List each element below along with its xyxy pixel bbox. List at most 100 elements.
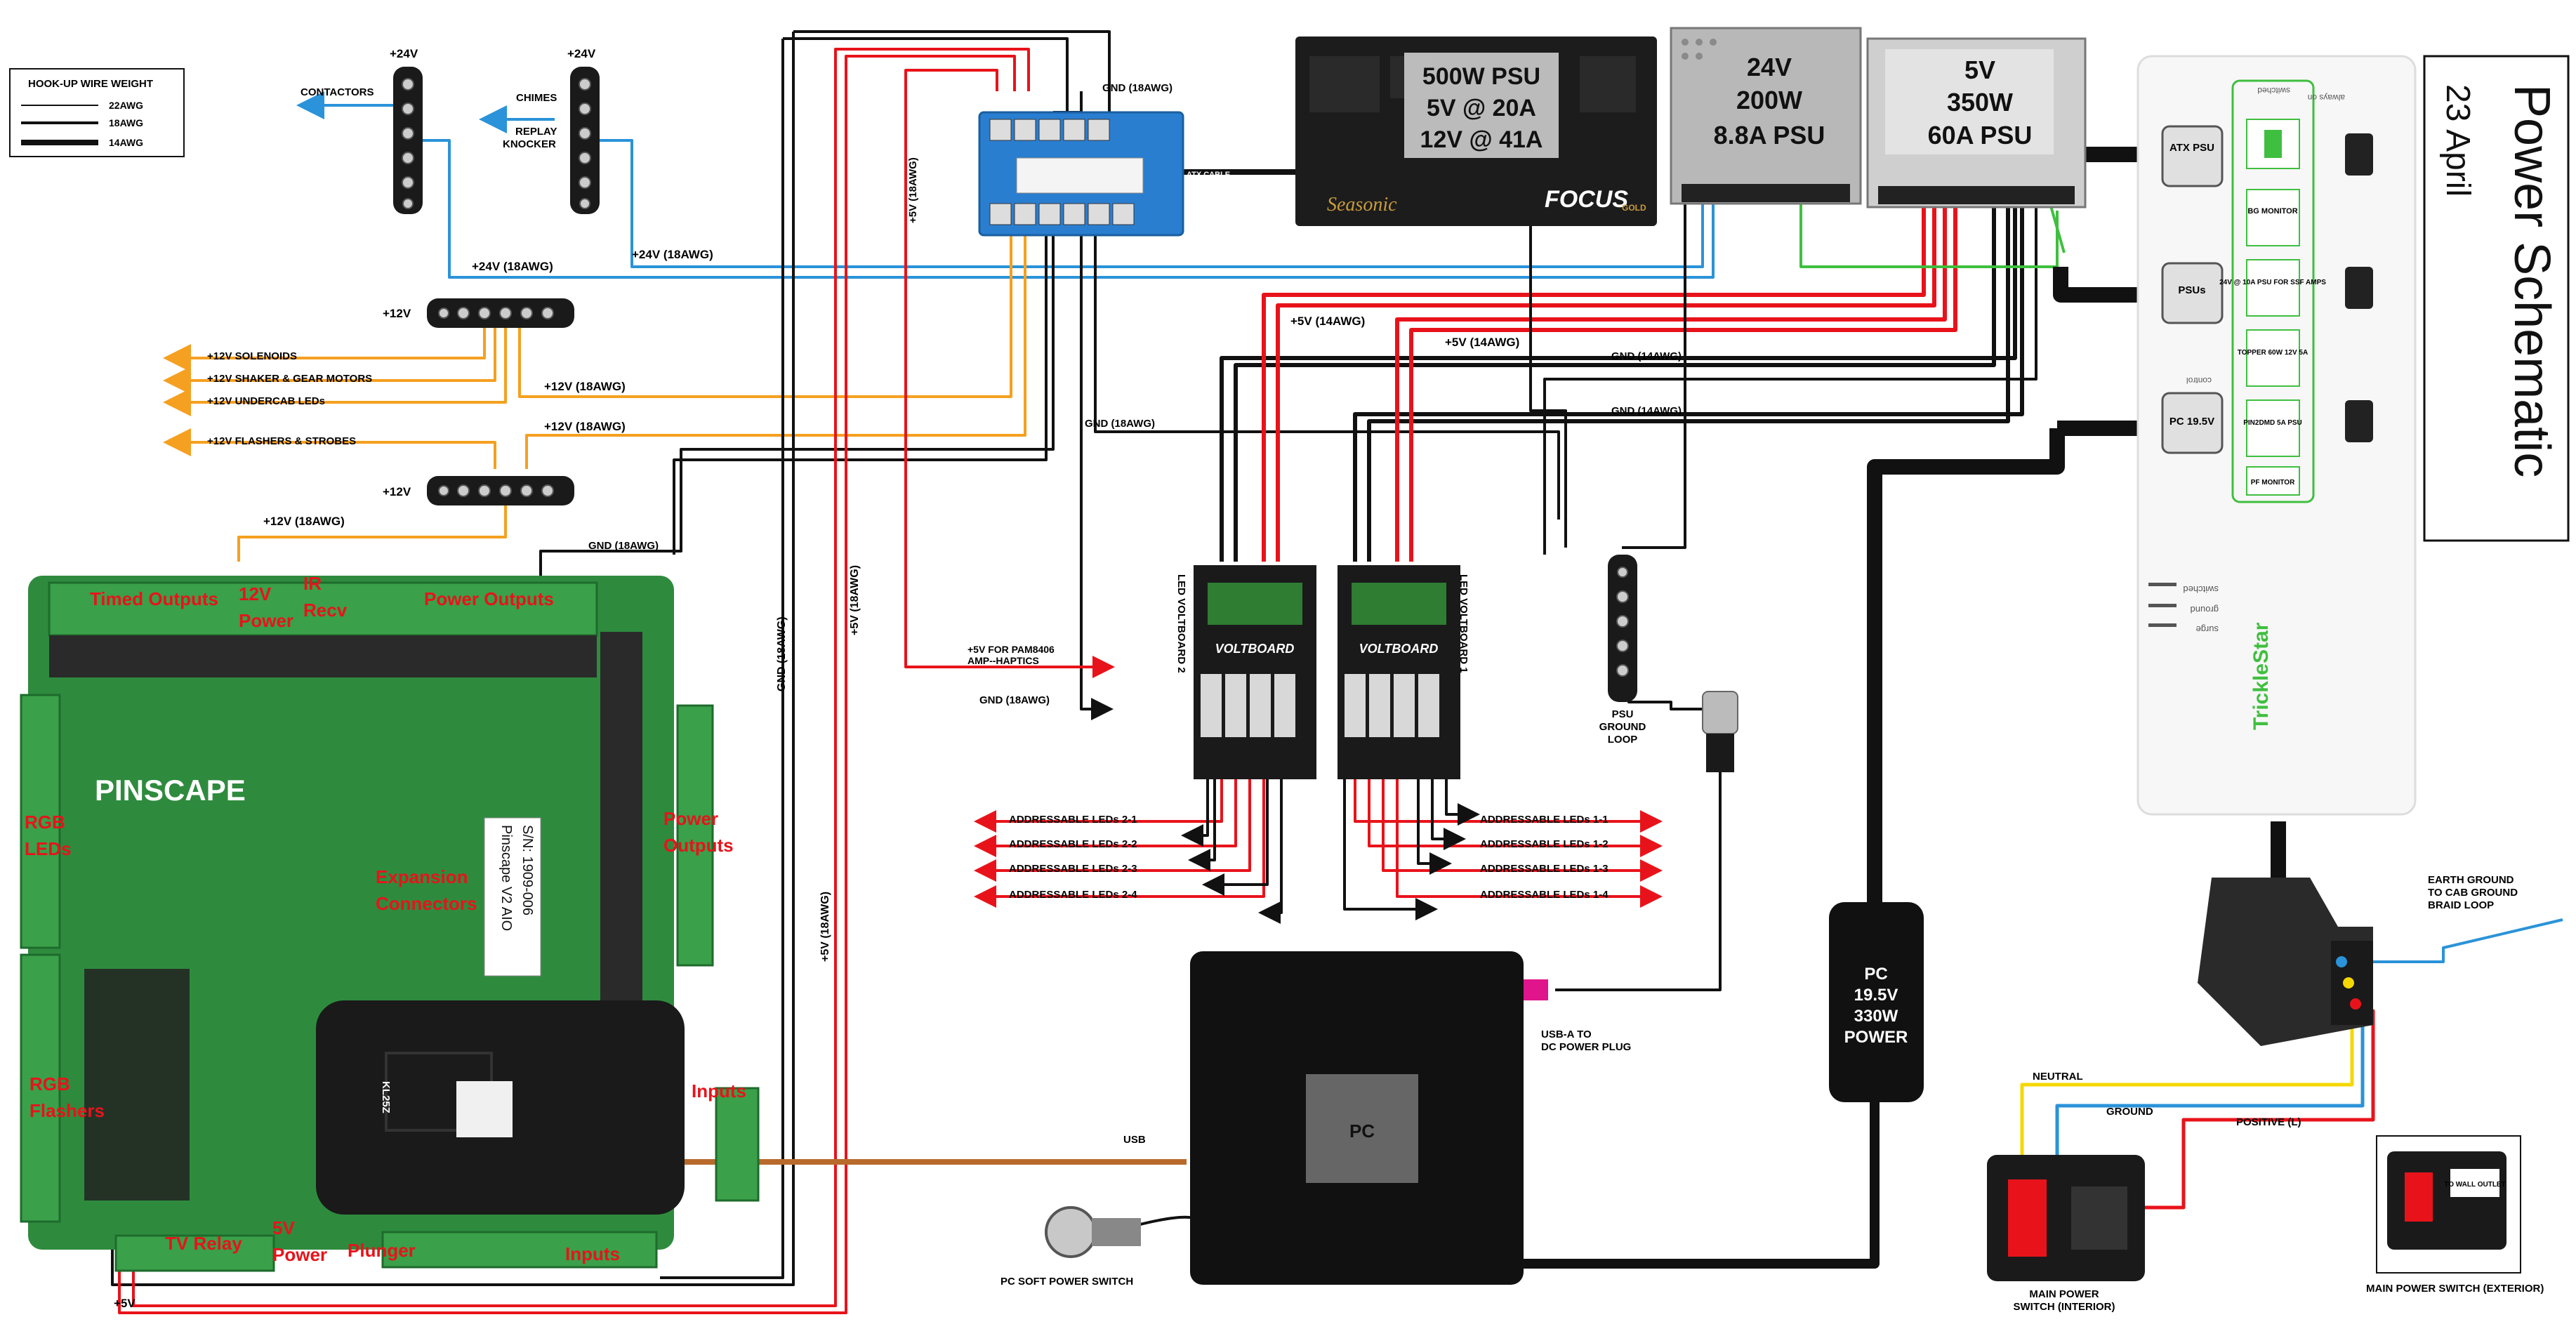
strip-atx-label: ATX PSU bbox=[2169, 142, 2214, 154]
psu-5v: 5V 350W 60A PSU bbox=[1866, 37, 2087, 209]
atx-cable-label: ATX CABLE bbox=[1187, 171, 1230, 179]
neutral-label: NEUTRAL bbox=[2033, 1071, 2083, 1083]
strip-led-ground: ground bbox=[2191, 604, 2219, 615]
psu24-line3: 8.8A PSU bbox=[1714, 121, 1825, 150]
outlet-24v-amps: 24V @ 10A PSU FOR SSF AMPS bbox=[2219, 279, 2326, 286]
wire-5v-vert3: +5V (18AWG) bbox=[907, 157, 919, 223]
wire-gnd-pcb: GND (18AWG) bbox=[588, 540, 659, 552]
psu5-line2: 350W bbox=[1947, 88, 2013, 117]
pc-psu-l2: 19.5V bbox=[1854, 986, 1898, 1005]
pc-label: PC bbox=[1349, 1120, 1375, 1142]
pcb-5v: 5V bbox=[272, 1217, 295, 1238]
pcb-recv: Recv bbox=[303, 600, 348, 621]
wire-gnd-vert: GND (18AWG) bbox=[776, 616, 788, 692]
pc-box: PC USB-A TO DC POWER PLUG USB bbox=[1123, 951, 1631, 1285]
voltboard1-label: LED VOLTBOARD 1 bbox=[1458, 574, 1469, 673]
int-switch-l1: MAIN POWER bbox=[2029, 1288, 2099, 1300]
earth-l3: BRAID LOOP bbox=[2428, 899, 2494, 911]
wall-outlet-label: TO WALL OUTLET bbox=[2444, 1181, 2505, 1189]
led-1-1: ADDRESSABLE LEDs 1-1 bbox=[1480, 814, 1609, 826]
pcb-power-outputs-right-2: Outputs bbox=[663, 835, 734, 856]
psu-500w: 500W PSU 5V @ 20A 12V @ 41A Seasonic FOC… bbox=[1295, 37, 1657, 226]
led-2-1: ADDRESSABLE LEDs 2-1 bbox=[1009, 814, 1137, 826]
int-switch-l2: SWITCH (INTERIOR) bbox=[2014, 1301, 2115, 1313]
voltboard2-label: LED VOLTBOARD 2 bbox=[1175, 574, 1187, 673]
power-strip: ATX PSU PSUs PC 19.5V BG MONITOR 24V @ 1… bbox=[2136, 55, 2417, 816]
ext-switch-label: MAIN POWER SWITCH (EXTERIOR) bbox=[2366, 1283, 2544, 1295]
psu500-gold: GOLD bbox=[1622, 203, 1646, 213]
wire-gnd-r2: GND (14AWG) bbox=[1611, 405, 1682, 417]
psu-ground-loop: PSU GROUND LOOP bbox=[1599, 555, 1646, 746]
replay-label: REPLAY bbox=[515, 126, 557, 138]
led-2-3: ADDRESSABLE LEDs 2-3 bbox=[1009, 863, 1137, 875]
pc-psu-l4: POWER bbox=[1844, 1028, 1908, 1047]
outlet-topper: TOPPER 60W 12V 5A bbox=[2238, 349, 2308, 357]
kl25z-label: KL25Z bbox=[380, 1081, 392, 1113]
strip-led-switched: switched bbox=[2183, 584, 2219, 595]
usb-label: USB bbox=[1123, 1134, 1146, 1146]
wire-24v-a: +24V (18AWG) bbox=[472, 260, 553, 273]
dc-plug bbox=[1702, 691, 1738, 772]
psu500-brand: Seasonic bbox=[1327, 194, 1397, 216]
pcb-power-outputs-right-1: Power bbox=[663, 808, 718, 829]
knocker-label: KNOCKER bbox=[503, 138, 556, 150]
pcb-12v: 12V bbox=[239, 583, 272, 604]
pcb-5v-power: Power bbox=[272, 1244, 327, 1265]
contactors-label: CONTACTORS bbox=[300, 86, 374, 98]
v12-rail-top: +12V bbox=[383, 298, 574, 328]
main-switch-exterior: TO WALL OUTLET MAIN POWER SWITCH (EXTERI… bbox=[2366, 1135, 2544, 1295]
pcb-power-outputs-top: Power Outputs bbox=[424, 588, 554, 609]
voltboard-2: VOLTBOARD LED VOLTBOARD 2 bbox=[1175, 565, 1316, 779]
title-box: Power Schematic 23 April bbox=[2423, 55, 2570, 542]
dinrail-terminal bbox=[2198, 878, 2373, 1046]
psu24-line2: 200W bbox=[1736, 86, 1802, 114]
page-title: Power Schematic bbox=[2504, 84, 2560, 477]
psu500-line2: 5V @ 20A bbox=[1427, 95, 1536, 121]
pcb-rgb-flashers-2: Flashers bbox=[29, 1100, 105, 1121]
pinscape-board: Pinscape V2 AIO S/N: 1909-006 PINSCAPE K… bbox=[20, 573, 760, 1272]
v12-label-bottom: +12V bbox=[383, 485, 411, 498]
wire-5v-1: +5V (14AWG) bbox=[1290, 315, 1365, 328]
earth-l2: TO CAB GROUND bbox=[2428, 887, 2518, 899]
wire-24v-b: +24V (18AWG) bbox=[632, 248, 713, 261]
label-12v-solenoids: +12V SOLENOIDS bbox=[207, 350, 297, 362]
pam-label-2: AMP--HAPTICS bbox=[967, 655, 1039, 666]
psu500-brand2: FOCUS bbox=[1545, 186, 1628, 213]
pcb-ir: IR bbox=[303, 573, 322, 594]
pcb-rgb: RGB bbox=[25, 812, 65, 833]
pcb-inputs-bottom: Inputs bbox=[565, 1243, 620, 1264]
chimes-label: CHIMES bbox=[516, 92, 557, 104]
v24-rail-right: +24V CHIMES REPLAY KNOCKER bbox=[503, 47, 600, 214]
psu-24v: 24V 200W 8.8A PSU bbox=[1670, 27, 1862, 205]
ground-loop-l2: GROUND bbox=[1599, 721, 1646, 733]
legend-18awg: 18AWG bbox=[109, 117, 143, 128]
v24-label-left: +24V bbox=[390, 47, 418, 60]
voltboard1-logo: VOLTBOARD bbox=[1359, 642, 1439, 656]
wire-5v-vert2: +5V (18AWG) bbox=[819, 892, 831, 962]
strip-led-surge: surge bbox=[2195, 624, 2219, 635]
pinscape-sticker-1: Pinscape V2 AIO bbox=[498, 825, 514, 931]
positive-label: POSITIVE (L) bbox=[2236, 1116, 2301, 1128]
legend-14awg: 14AWG bbox=[109, 137, 143, 148]
ground-label: GROUND bbox=[2106, 1106, 2153, 1118]
outlet-pf-monitor: PF MONITOR bbox=[2251, 479, 2295, 487]
pcb-power: Power bbox=[239, 610, 293, 631]
page-date: 23 April bbox=[2439, 84, 2476, 197]
wire-gnd-r1: GND (14AWG) bbox=[1611, 350, 1682, 362]
wire-12v-c: +12V (18AWG) bbox=[263, 515, 345, 528]
strip-psus-label: PSUs bbox=[2178, 284, 2205, 296]
pcb-inputs-right: Inputs bbox=[692, 1080, 746, 1102]
main-switch-interior: MAIN POWER SWITCH (INTERIOR) bbox=[1987, 1155, 2145, 1313]
pcb-plunger: Plunger bbox=[348, 1240, 416, 1261]
psu5-line3: 60A PSU bbox=[1928, 121, 2033, 150]
pc-soft-power-switch: PC SOFT POWER SWITCH bbox=[1000, 1206, 1141, 1288]
strip-switched: switched bbox=[2257, 86, 2290, 95]
led-2-4: ADDRESSABLE LEDs 2-4 bbox=[1009, 889, 1137, 901]
earth-l1: EARTH GROUND bbox=[2428, 874, 2514, 886]
wire-5v-vert1: +5V (18AWG) bbox=[849, 565, 861, 635]
pam-label-1: +5V FOR PAM8406 bbox=[967, 644, 1055, 655]
led-1-4: ADDRESSABLE LEDs 1-4 bbox=[1480, 889, 1609, 901]
label-12v-shaker: +12V SHAKER & GEAR MOTORS bbox=[207, 373, 372, 385]
strip-always-on: always on bbox=[2308, 93, 2345, 102]
